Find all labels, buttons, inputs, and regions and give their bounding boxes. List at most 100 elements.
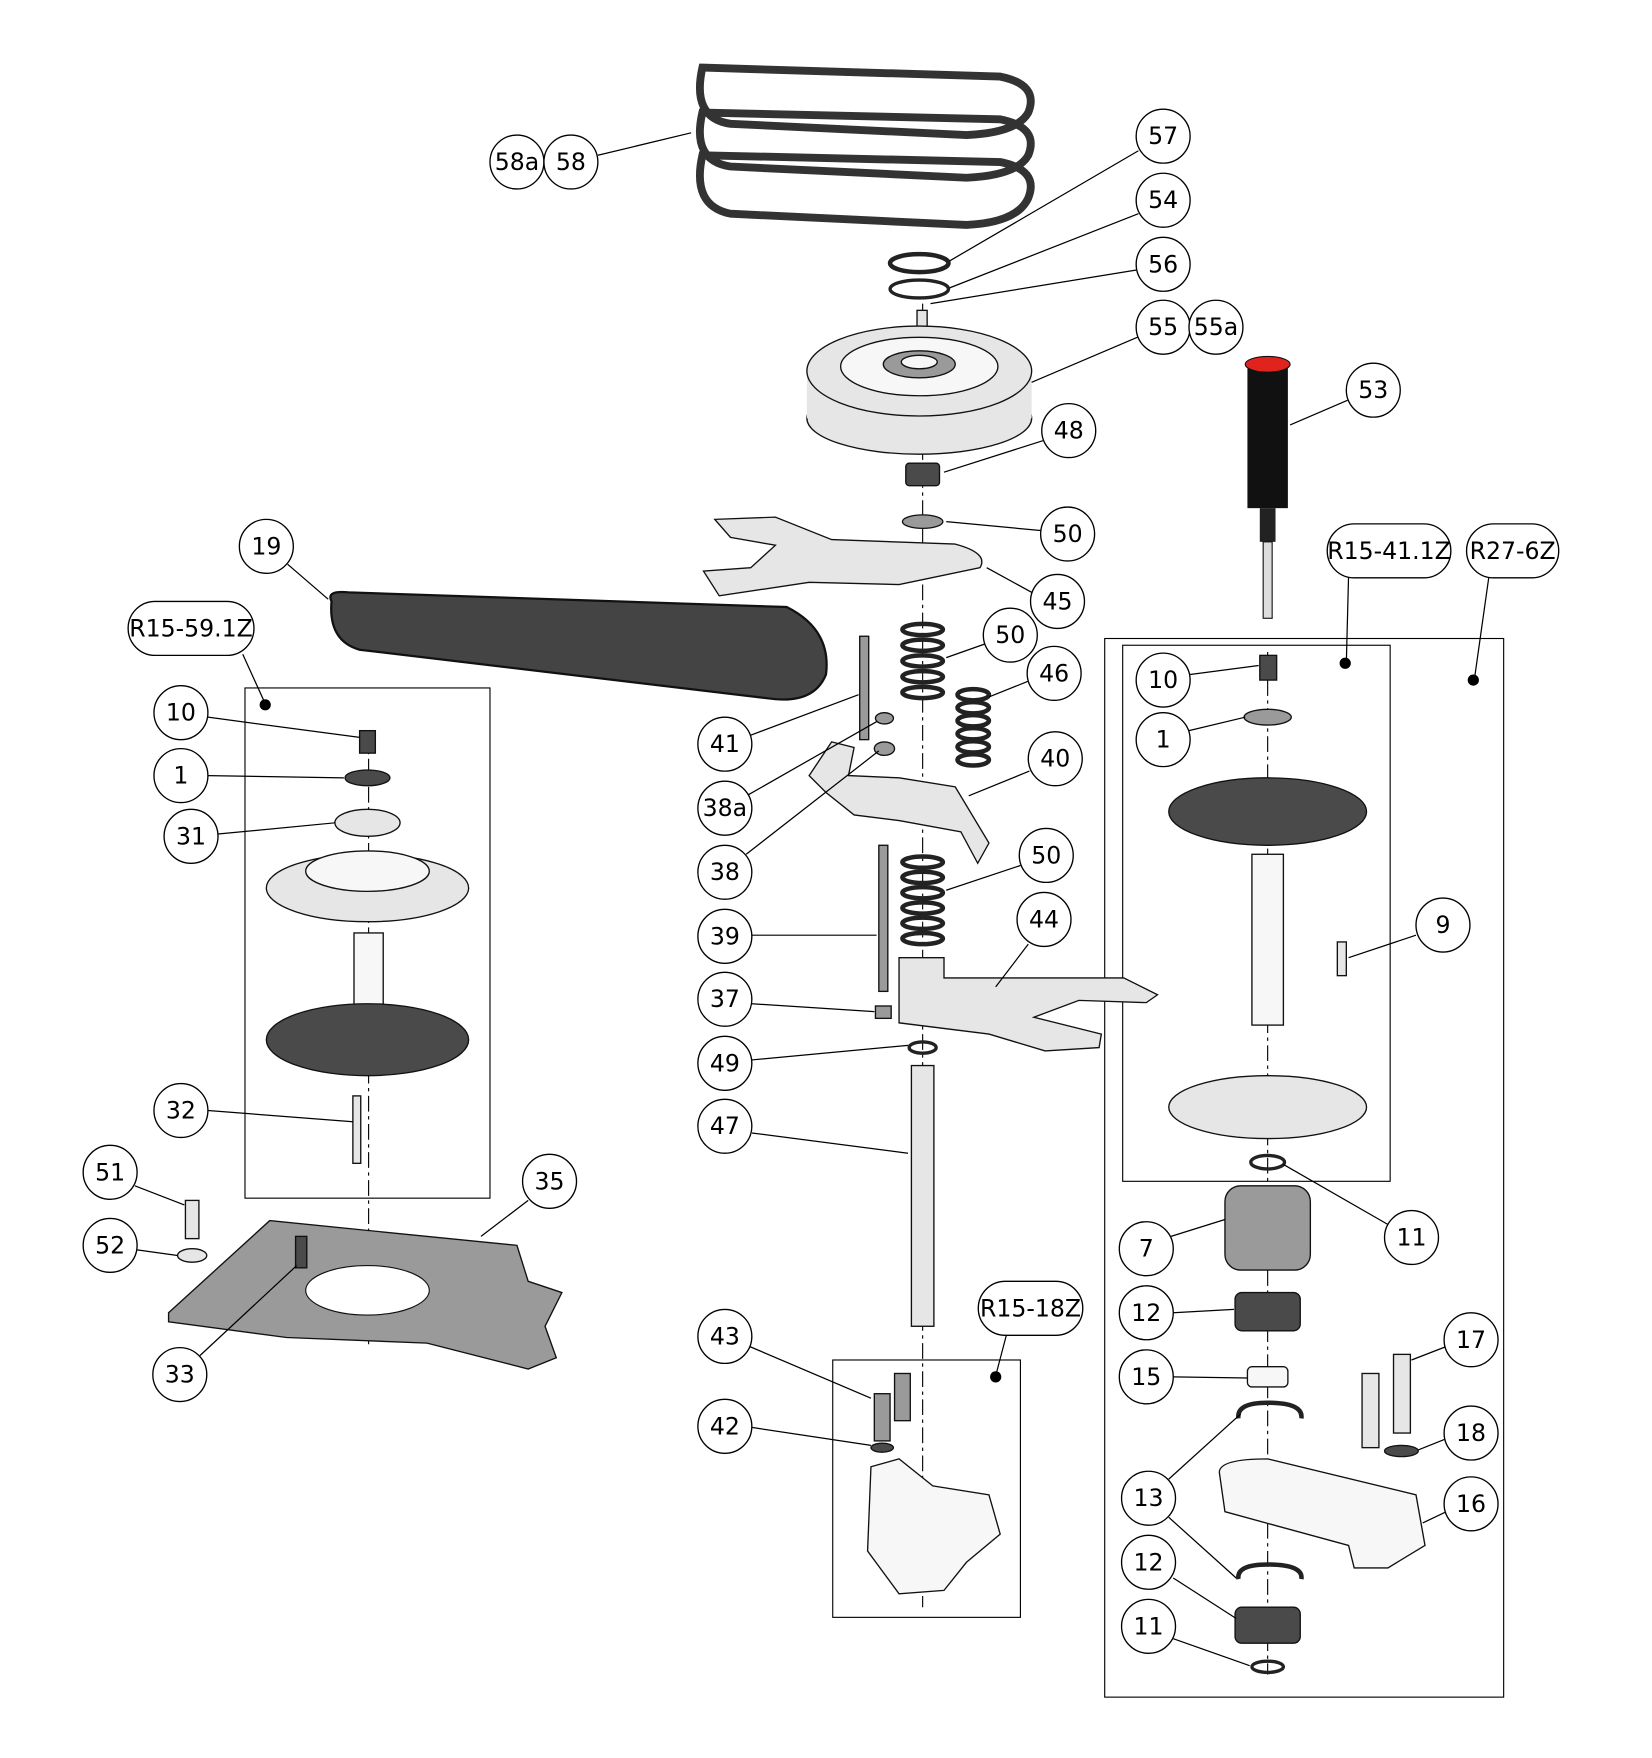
part-callout: 7	[1118, 1221, 1174, 1277]
nut-48	[905, 462, 941, 487]
washer-42	[870, 1442, 895, 1453]
part-callout: 41	[697, 716, 753, 772]
callout-text: 45	[1042, 587, 1072, 615]
callout-text: 48	[1054, 417, 1084, 445]
lever-16	[1218, 1458, 1426, 1569]
part-callout: 1	[153, 747, 209, 804]
group-label: R15-41.1Z	[1326, 523, 1452, 579]
part-callout: 47	[697, 1098, 753, 1154]
callout-text: 52	[95, 1231, 125, 1259]
callout-text: 38	[710, 858, 740, 886]
callout-text: 10	[1148, 666, 1178, 694]
part-callout: 15	[1118, 1349, 1174, 1405]
part-callout: 10	[1135, 652, 1191, 708]
group-box-r15-41-1z	[1122, 644, 1391, 1182]
callout-text: 55a	[1194, 313, 1238, 341]
bolt-41	[859, 635, 870, 741]
bearing-12-upper	[1234, 1291, 1301, 1332]
part-callout: 50	[1039, 506, 1096, 562]
part-callout: 52	[82, 1217, 138, 1274]
part-callout: 55	[1135, 299, 1191, 355]
group-label: R15-18Z	[977, 1280, 1084, 1336]
part-callout: 12	[1118, 1285, 1174, 1341]
group-box-r27-6z	[1104, 637, 1505, 1698]
part-callout: 10	[153, 685, 209, 741]
callout-text: 33	[165, 1361, 195, 1389]
part-callout: 55a	[1188, 299, 1244, 355]
nut-38a	[874, 712, 895, 725]
ring-11-lower	[1250, 1659, 1286, 1675]
nut-37	[874, 1005, 892, 1020]
callout-text: 41	[710, 730, 740, 758]
part-callout: 35	[521, 1153, 578, 1209]
callout-text: 18	[1456, 1419, 1486, 1447]
callout-text: 1	[173, 762, 188, 790]
bolt-43b	[873, 1393, 891, 1442]
bracket-40	[808, 741, 990, 865]
part-callout: 18	[1443, 1405, 1499, 1461]
ring-57	[887, 251, 951, 275]
spacer-15	[1246, 1366, 1289, 1388]
part-callout: 33	[152, 1346, 208, 1403]
callout-text: 9	[1435, 911, 1450, 939]
circlip-13-lower	[1236, 1562, 1304, 1580]
tool-53	[1244, 355, 1291, 619]
callout-text: 7	[1139, 1235, 1154, 1263]
pulley-half-upper-right	[1168, 777, 1368, 846]
part-callout: 31	[163, 808, 219, 864]
springs-50-46	[900, 621, 992, 947]
callout-text: R15-41.1Z	[1327, 537, 1451, 565]
ring-11-upper	[1249, 1153, 1287, 1171]
callout-text: 49	[710, 1049, 740, 1077]
washer-52	[176, 1248, 208, 1263]
callout-text: 46	[1039, 659, 1069, 687]
group-dots	[259, 657, 1479, 1383]
part-callout: 46	[1026, 645, 1082, 701]
part-callout: 38	[697, 844, 753, 900]
callout-text: 15	[1131, 1363, 1161, 1391]
washer-18	[1383, 1444, 1419, 1458]
callout-text: 50	[1031, 841, 1061, 869]
part-callout: 53	[1345, 362, 1401, 418]
callout-text: 12	[1134, 1548, 1164, 1576]
part-callout: 13	[1120, 1470, 1177, 1526]
callout-text: 50	[1053, 520, 1083, 548]
leader-lines	[134, 132, 1490, 1667]
toothed-belt-19	[329, 590, 828, 701]
part-callout: 16	[1443, 1476, 1499, 1532]
callout-text: 10	[166, 699, 196, 727]
part-callout: 40	[1027, 731, 1083, 787]
part-callout: 42	[697, 1398, 753, 1454]
v-belt-58	[695, 63, 1035, 229]
bolt-10-left	[358, 729, 377, 754]
bolt-43	[893, 1372, 911, 1422]
callout-text: R15-18Z	[980, 1294, 1081, 1322]
part-callout: 11	[1120, 1598, 1177, 1654]
pulley-7	[1224, 1185, 1312, 1271]
callout-text: 17	[1456, 1326, 1486, 1354]
ring-49	[907, 1040, 938, 1055]
callout-text: 43	[710, 1322, 740, 1350]
callout-text: 50	[995, 621, 1025, 649]
group-box-r15-59-1z	[244, 687, 491, 1199]
plate-hole	[305, 1265, 430, 1316]
callout-text: 12	[1131, 1299, 1161, 1327]
nut-38	[873, 741, 896, 757]
bolt-17b	[1361, 1372, 1380, 1449]
part-callout: 56	[1135, 236, 1191, 292]
part-callout: 1	[1135, 712, 1191, 768]
callout-text: 56	[1148, 250, 1178, 278]
shaft-right	[1251, 853, 1285, 1026]
callout-text: 11	[1396, 1223, 1426, 1251]
callout-text: 58	[556, 148, 586, 176]
bearing-12-lower	[1234, 1606, 1301, 1644]
part-callout: 45	[1029, 573, 1086, 630]
housing-r15-18z	[866, 1458, 1001, 1595]
callout-text: 13	[1134, 1484, 1164, 1512]
bolt-10-right	[1259, 654, 1278, 681]
ring-54	[888, 278, 951, 300]
callout-text: 35	[535, 1167, 565, 1195]
callout-text: 19	[251, 532, 281, 560]
